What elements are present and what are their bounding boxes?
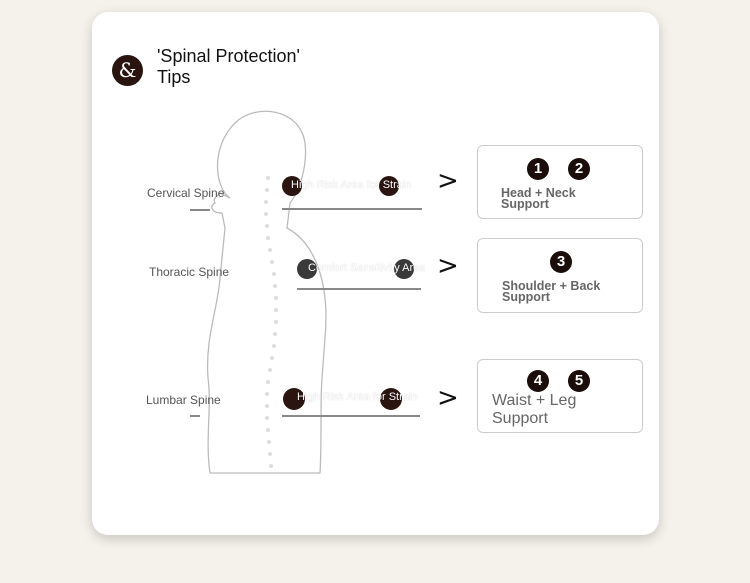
pointer-line <box>190 415 200 417</box>
marker-dot <box>297 259 317 279</box>
chevron-right-icon: > <box>437 383 459 413</box>
number-badge: 5 <box>568 370 590 392</box>
chevron-right-icon: > <box>437 166 459 196</box>
marker-dot <box>282 176 302 196</box>
support-label: Head + Neck Support <box>501 186 576 211</box>
marker-dot <box>283 388 305 410</box>
head-neck-support-card: 1 2 Head + Neck Support <box>477 145 643 219</box>
number-badge: 1 <box>527 158 549 180</box>
lumbar-annotation: High Risk Area for Strain <box>297 391 418 403</box>
thoracic-annotation: Comfort Sensitivity Area <box>308 262 426 274</box>
page-title: 'Spinal Protection' Tips <box>157 46 300 87</box>
pointer-line <box>282 208 422 210</box>
pointer-line <box>282 415 420 417</box>
cervical-annotation: High Risk Area for Strain <box>291 179 412 191</box>
marker-dot <box>380 388 402 410</box>
thoracic-spine-label: Thoracic Spine <box>149 265 230 279</box>
number-badge: 4 <box>527 370 549 392</box>
cervical-spine-label: Cervical Spine <box>147 186 225 200</box>
support-label: Waist + Leg Support <box>492 392 577 427</box>
shoulder-back-support-card: 3 Shoulder + Back Support <box>477 238 643 313</box>
ampersand-icon: & <box>112 55 143 86</box>
waist-leg-support-card: 4 5 Waist + Leg Support <box>477 359 643 433</box>
pointer-line <box>297 288 421 290</box>
marker-dot <box>394 259 414 279</box>
chevron-right-icon: > <box>437 251 459 281</box>
support-label: Shoulder + Back Support <box>502 279 601 304</box>
marker-dot <box>379 176 399 196</box>
lumbar-spine-label: Lumbar Spine <box>146 393 221 407</box>
number-badge: 2 <box>568 158 590 180</box>
pointer-line <box>190 209 210 211</box>
number-badge: 3 <box>550 251 572 273</box>
body-silhouette-icon <box>206 110 327 474</box>
